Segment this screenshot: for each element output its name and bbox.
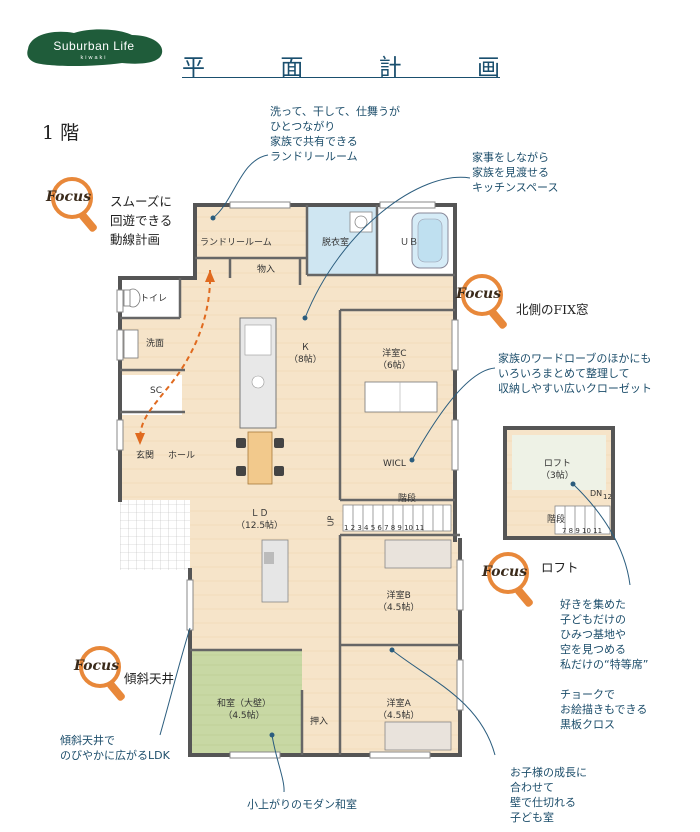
- page-title: 平 面 計 画: [182, 48, 500, 81]
- dn-number: 12: [603, 493, 612, 501]
- title-char: 平: [182, 55, 205, 81]
- loft-stairs: 階段: [547, 515, 566, 525]
- note-kids: お子様の成長に 合わせて 壁で仕切れる 子ども室: [510, 766, 587, 824]
- note-circulation: スムーズに 回遊できる 動線計画: [110, 194, 173, 247]
- note-loft-label: ロフト: [541, 560, 579, 575]
- focus-word: Focus: [482, 564, 528, 580]
- brand-logo: Suburban Life kiwaki: [22, 25, 167, 67]
- note-ldk: 傾斜天井で のびやかに広がるLDK: [60, 734, 170, 762]
- room-washroom: 洗面: [146, 339, 165, 349]
- stair-numbers: 1 2 3 4 5 6 7 8 9 10 11: [344, 524, 425, 532]
- room-toilet: トイレ: [140, 294, 168, 304]
- room-western-c: 洋室C （6帖）: [378, 349, 411, 371]
- room-wicl: WICL: [383, 459, 406, 469]
- focus-badge: Focus: [452, 270, 516, 334]
- focus-badge: Focus: [42, 173, 106, 237]
- magnifier-icon: [461, 274, 507, 329]
- bed-b: [384, 539, 452, 569]
- room-sc: SC: [150, 386, 162, 396]
- focus-word: Focus: [46, 189, 92, 205]
- room-japanese: 和室（大壁） （4.5帖）: [217, 699, 272, 721]
- tatami-area: [190, 650, 302, 755]
- note-wardrobe: 家族のワードローブのほかにも いろいろまとめて整理して 収納しやすい広いクローゼ…: [498, 352, 652, 395]
- room-western-a: 洋室A （4.5帖）: [378, 699, 420, 721]
- room-dressing: 脱衣室: [322, 238, 350, 248]
- brand-name: Suburban Life: [53, 39, 134, 53]
- note-loft: 好きを集めた 子どもだけの ひみつ基地や 空を見つめる 私だけの“特等席” チョ…: [560, 598, 649, 731]
- title-char: 面: [280, 55, 304, 81]
- entrance-tile: [120, 500, 190, 570]
- room-western-b: 洋室B （4.5帖）: [378, 591, 420, 613]
- focus-word: Focus: [74, 658, 120, 674]
- note-laundry: 洗って、干して、仕舞うが ひとつながり 家族で共有できる ランドリールーム: [270, 105, 401, 163]
- room-entrance: 玄関: [136, 451, 155, 461]
- magnifier-icon: [487, 552, 533, 607]
- room-ub: ＵＢ: [400, 238, 419, 248]
- bed-a: [384, 721, 452, 751]
- focus-word: Focus: [456, 286, 502, 302]
- magnifier-icon: [79, 646, 125, 701]
- room-storage: 物入: [257, 265, 276, 275]
- magnifier-icon: [51, 177, 97, 232]
- circulation-arrow: [139, 269, 212, 441]
- room-loft: ロフト （3帖）: [541, 459, 574, 481]
- room-laundry: ランドリールーム: [200, 238, 272, 248]
- note-kitchen: 家事をしながら 家族を見渡せる キッチンスペース: [472, 151, 559, 194]
- focus-badge: Focus: [478, 548, 542, 612]
- room-closet: 押入: [310, 717, 329, 727]
- loft-stair-numbers: 7 8 9 10 11: [562, 527, 603, 535]
- room-ld: ＬＤ （12.5帖）: [236, 509, 284, 531]
- room-stairs: 階段: [398, 494, 417, 504]
- brand-sub: kiwaki: [81, 55, 108, 61]
- bed-c: [364, 381, 438, 413]
- floor-label: 1 階: [42, 122, 80, 144]
- room-hall: ホール: [168, 451, 196, 461]
- title-char: 画: [476, 55, 500, 81]
- room-kitchen: Ｋ （8帖）: [289, 343, 322, 365]
- dining-table: [247, 431, 273, 485]
- note-fix-window: 北側のFIX窓: [516, 302, 589, 317]
- title-char: 計: [378, 55, 402, 81]
- note-japanese: 小上がりのモダン和室: [247, 798, 357, 811]
- focus-badge: Focus: [70, 642, 134, 706]
- sofa: [261, 539, 289, 603]
- dn-label: DN: [590, 489, 603, 498]
- wash-sink: [123, 329, 139, 359]
- note-slope: 傾斜天井: [124, 671, 175, 686]
- up-label: UP: [326, 515, 336, 527]
